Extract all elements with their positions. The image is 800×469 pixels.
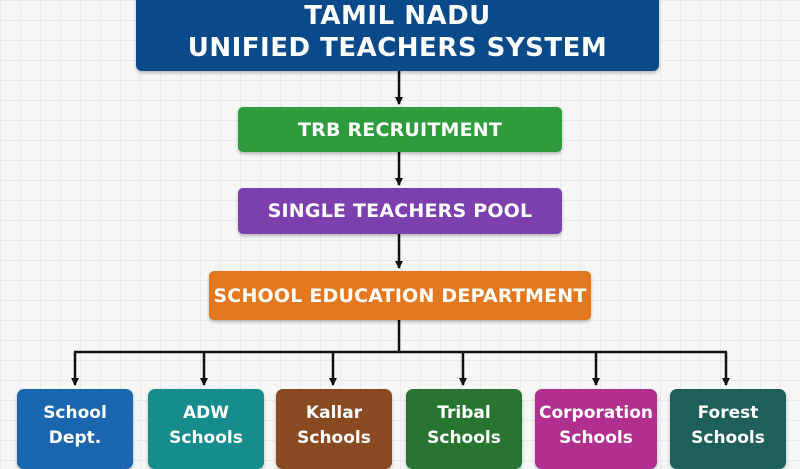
title-line-1: TAMIL NADU [304,0,491,31]
trb-recruitment-label: TRB RECRUITMENT [297,118,503,141]
leaf-school-dept-line-1: School [43,403,107,423]
title-box: TAMIL NADU UNIFIED TEACHERS SYSTEM [136,0,659,71]
leaf-adw-schools: ADW Schools [148,389,264,469]
leaf-adw-schools-line-1: ADW [182,403,230,423]
leaf-corporation-schools-line-1: Corporation [539,403,653,423]
school-education-department-label: SCHOOL EDUCATION DEPARTMENT [213,284,587,307]
leaf-tribal-schools-line-2: Schools [427,428,501,448]
leaf-corporation-schools: Corporation Schools [535,389,657,469]
leaf-school-dept: School Dept. [17,389,133,469]
leaf-kallar-schools-line-1: Kallar [305,403,363,423]
leaf-corporation-schools-line-2: Schools [559,428,633,448]
leaf-forest-schools-line-1: Forest [697,403,759,423]
school-education-department-box: SCHOOL EDUCATION DEPARTMENT [209,271,591,320]
connector-lines [71,71,730,386]
leaf-tribal-schools-line-1: Tribal [437,403,491,423]
trb-recruitment-box: TRB RECRUITMENT [238,107,562,152]
single-teachers-pool-box: SINGLE TEACHERS POOL [238,188,562,234]
single-teachers-pool-label: SINGLE TEACHERS POOL [267,200,533,222]
leaf-kallar-schools-line-2: Schools [297,428,371,448]
leaf-tribal-schools: Tribal Schools [406,389,522,469]
title-line-2: UNIFIED TEACHERS SYSTEM [187,32,608,63]
leaf-forest-schools-line-2: Schools [691,428,765,448]
leaf-kallar-schools: Kallar Schools [276,389,392,469]
leaf-forest-schools: Forest Schools [670,389,786,469]
leaf-school-dept-line-2: Dept. [48,428,102,448]
leaf-adw-schools-line-2: Schools [169,428,243,448]
